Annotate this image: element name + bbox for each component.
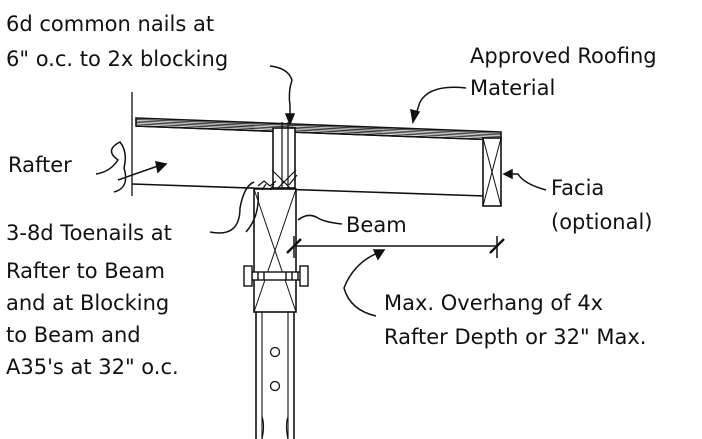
label-toenails-line1: 3-8d Toenails at: [6, 221, 172, 245]
leader-lines: [95, 65, 547, 317]
post: [255, 312, 295, 439]
label-rafter: Rafter: [8, 153, 72, 177]
label-beam: Beam: [346, 213, 407, 237]
blocking: [271, 122, 297, 195]
label-nails-line1: 6d common nails at: [6, 12, 214, 36]
a35-connector: [243, 265, 309, 287]
label-overhang-line1: Max. Overhang of 4x: [384, 291, 603, 315]
label-toenails-line4: to Beam and: [6, 323, 141, 347]
overhang-dimension: [286, 236, 505, 258]
roofing-material: [135, 117, 502, 141]
facia-board: [482, 137, 502, 207]
label-toenails-line5: A35's at 32" o.c.: [6, 355, 179, 379]
label-toenails-line3: and at Blocking: [6, 291, 169, 315]
label-nails-line2: 6" o.c. to 2x blocking: [6, 47, 228, 71]
label-roofing-line1: Approved Roofing: [470, 44, 657, 68]
label-facia-line1: Facia: [551, 176, 604, 200]
label-overhang-line2: Rafter Depth or 32" Max.: [384, 325, 646, 349]
toenails: [257, 174, 298, 191]
label-facia-line2: (optional): [551, 210, 653, 234]
label-toenails-line2: Rafter to Beam: [6, 259, 165, 283]
rafter: [131, 92, 502, 197]
label-roofing-line2: Material: [470, 76, 555, 100]
